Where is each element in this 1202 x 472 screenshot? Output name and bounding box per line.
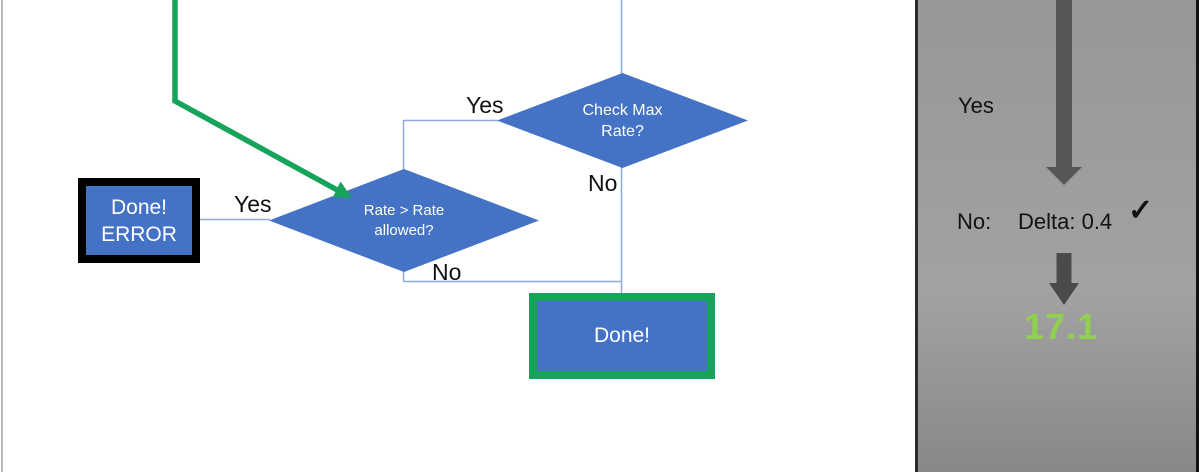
terminal-node-done: Done! — [529, 293, 715, 379]
panel-no-label: No: — [957, 209, 992, 234]
branch-label-no-max-rate: No — [588, 170, 618, 196]
error-box-text-line2: ERROR — [101, 222, 177, 246]
decision-node-rate-allowed: Rate > Rate allowed? — [269, 169, 539, 272]
panel-flow-arrows — [1046, 0, 1082, 305]
decision-max-text-line2: Rate? — [601, 122, 644, 140]
branch-label-yes-rate: Yes — [234, 191, 272, 217]
decision-node-check-max-rate: Check Max Rate? — [497, 73, 748, 168]
panel-delta-value: Delta: 0.4 — [1018, 209, 1113, 234]
error-box-text-line1: Done! — [110, 195, 168, 219]
down-arrow-long — [1046, 0, 1082, 185]
checkmark-icon: ✓ — [1128, 194, 1154, 227]
panel-yes-label: Yes — [958, 93, 994, 118]
branch-label-no-rate: No — [432, 259, 462, 285]
down-arrow-short — [1049, 253, 1079, 305]
decision-max-text-line1: Check Max — [582, 101, 663, 119]
decision-rate-text-line1: Rate > Rate — [363, 201, 445, 219]
panel-result-value: 17.1 — [1024, 306, 1099, 347]
panel-right-border-line — [1196, 0, 1199, 472]
done-box-text: Done! — [593, 324, 651, 347]
branch-label-yes-max-rate: Yes — [466, 92, 504, 118]
results-side-panel: Yes No: Delta: 0.4 ✓ 17.1 — [915, 0, 1196, 472]
decision-rate-text-line2: allowed? — [374, 221, 434, 239]
terminal-node-done-error: Done! ERROR — [78, 178, 200, 263]
slide-left-edge-line — [1, 0, 3, 472]
